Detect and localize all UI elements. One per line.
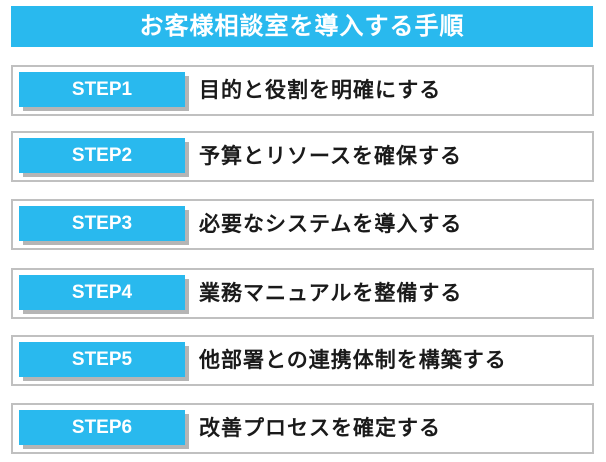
- step-description: 改善プロセスを確定する: [199, 416, 441, 440]
- step-description: 他部署との連携体制を構築する: [199, 348, 507, 372]
- step-description: 業務マニュアルを整備する: [199, 281, 463, 305]
- step-row-5: STEP5 他部署との連携体制を構築する: [11, 335, 594, 386]
- step-badge: STEP3: [19, 206, 185, 241]
- step-badge: STEP5: [19, 342, 185, 377]
- step-row-1: STEP1 目的と役割を明確にする: [11, 65, 594, 116]
- step-row-6: STEP6 改善プロセスを確定する: [11, 403, 594, 454]
- step-row-2: STEP2 予算とリソースを確保する: [11, 131, 594, 182]
- step-badge: STEP1: [19, 72, 185, 107]
- step-row-3: STEP3 必要なシステムを導入する: [11, 199, 594, 250]
- step-badge: STEP6: [19, 410, 185, 445]
- page-title: お客様相談室を導入する手順: [11, 6, 593, 47]
- step-description: 必要なシステムを導入する: [199, 212, 463, 236]
- step-badge: STEP2: [19, 138, 185, 173]
- step-row-4: STEP4 業務マニュアルを整備する: [11, 268, 594, 319]
- step-description: 予算とリソースを確保する: [199, 144, 462, 168]
- step-description: 目的と役割を明確にする: [199, 78, 442, 102]
- step-badge: STEP4: [19, 275, 185, 310]
